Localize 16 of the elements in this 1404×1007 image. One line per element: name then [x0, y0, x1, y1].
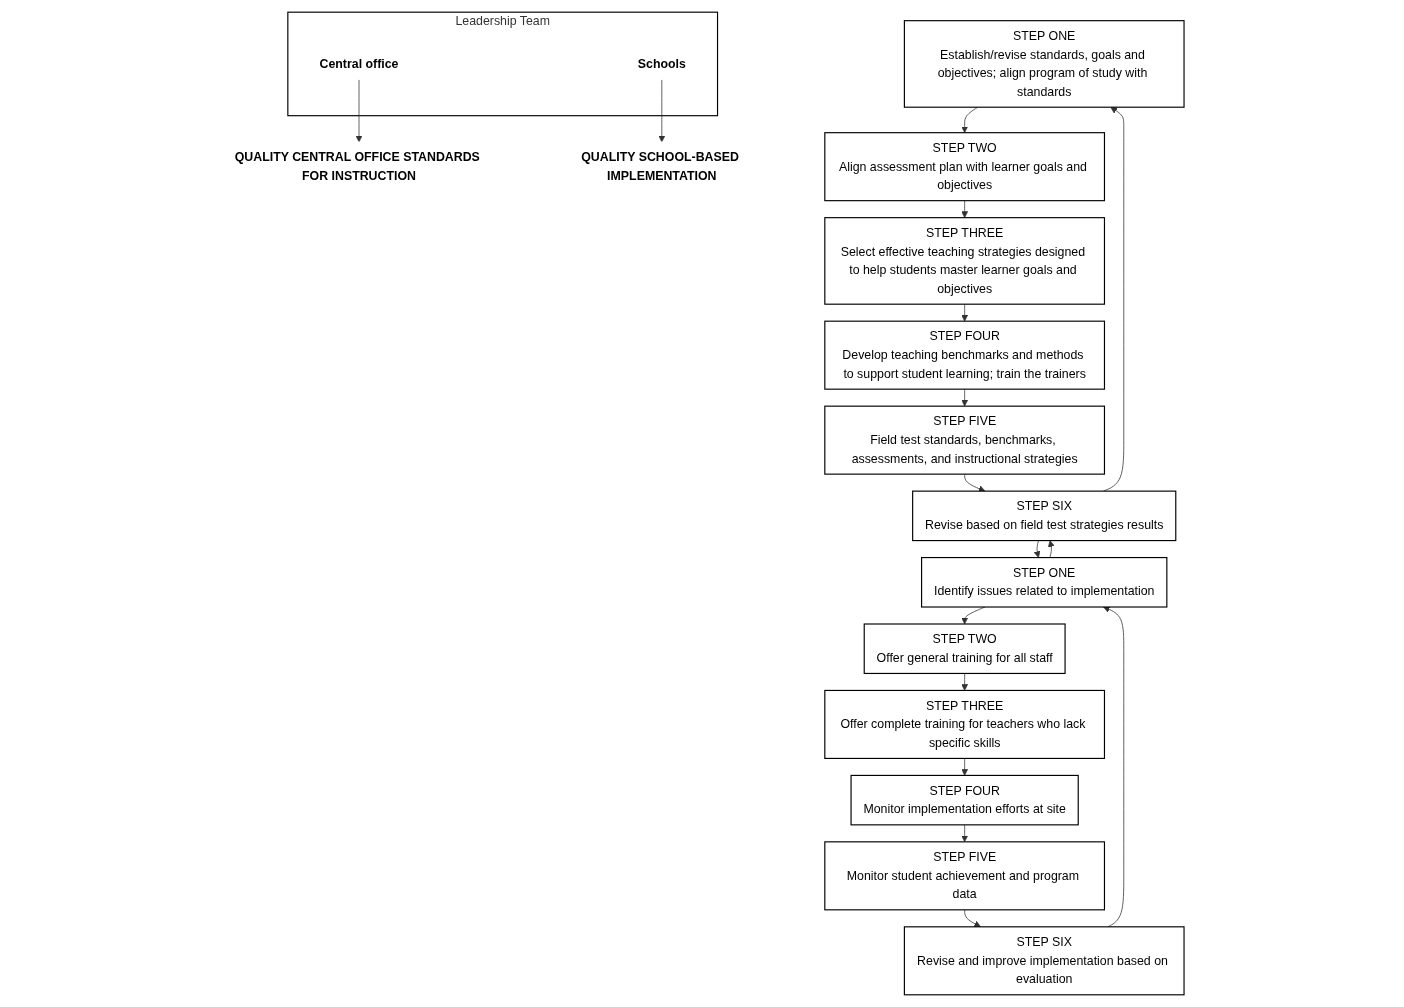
node-box: STEP ONE Identify issues related to implementation [921, 557, 1168, 608]
node-box: STEP THREE Select effective teaching strategies designed to help students master learner goals and objectives [824, 217, 1106, 305]
node-box: STEP SIX Revise and improve implementation based on evaluation [904, 926, 1185, 996]
node-text: Schools [638, 56, 687, 71]
node-box: STEP ONE Establish/revise standards, goals and objectives; align program of study with standards [904, 20, 1185, 108]
node-text: QUALITY SCHOOL-BASED IMPLEMENTATION [581, 150, 740, 183]
node-box: STEP FIVE Field test standards, benchmarks, assessments, and instructional strategies [824, 405, 1106, 475]
node-text: Central office [319, 56, 399, 71]
node-box: STEP FOUR Monitor implementation efforts at site [850, 774, 1080, 826]
node-box: STEP SIX Revise based on field test strategies results [912, 490, 1177, 542]
node-text: QUALITY CENTRAL OFFICE STANDARDS FOR INSTRUCTION [235, 150, 481, 183]
node-box: STEP FOUR Develop teaching benchmarks and methods to support student learning; train the trainers [824, 320, 1106, 390]
node-box: STEP THREE Offer complete training for teachers who lack specific skills [824, 689, 1106, 759]
node-box: STEP TWO Align assessment plan with learner goals and objectives [824, 132, 1106, 202]
node-box: STEP TWO Offer general training for all staff [864, 623, 1067, 675]
node-box: STEP FIVE Monitor student achievement and program data [824, 841, 1106, 911]
